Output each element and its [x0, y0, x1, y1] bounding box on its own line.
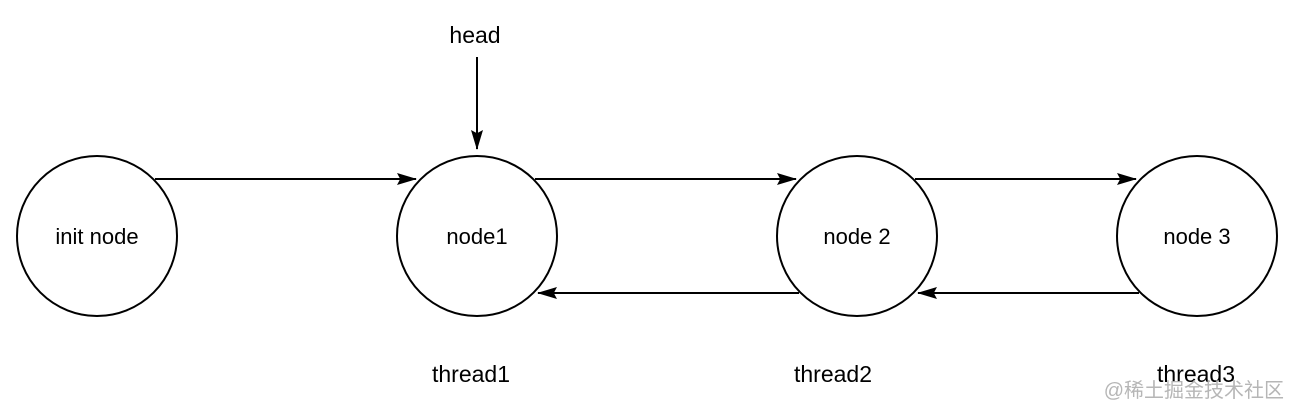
- head-pointer-label: head: [449, 22, 500, 48]
- node-label-init: init node: [55, 224, 138, 249]
- node-circle-2: [776, 155, 938, 317]
- node-1: node1: [396, 155, 558, 317]
- node-label-2: node 2: [823, 224, 890, 249]
- node-label-1: node1: [446, 224, 507, 249]
- node-label-3: node 3: [1163, 224, 1230, 249]
- node-3: node 3: [1116, 155, 1278, 317]
- node-2: node 2: [776, 155, 938, 317]
- thread-label-3: thread3: [1157, 361, 1235, 387]
- thread-label-2: thread2: [794, 361, 872, 387]
- node-init: init node: [16, 155, 178, 317]
- watermark: @稀土掘金技术社区: [1104, 379, 1284, 402]
- node-circle-init: [16, 155, 178, 317]
- node-circle-1: [396, 155, 558, 317]
- thread-label-1: thread1: [432, 361, 510, 387]
- node-circle-3: [1116, 155, 1278, 317]
